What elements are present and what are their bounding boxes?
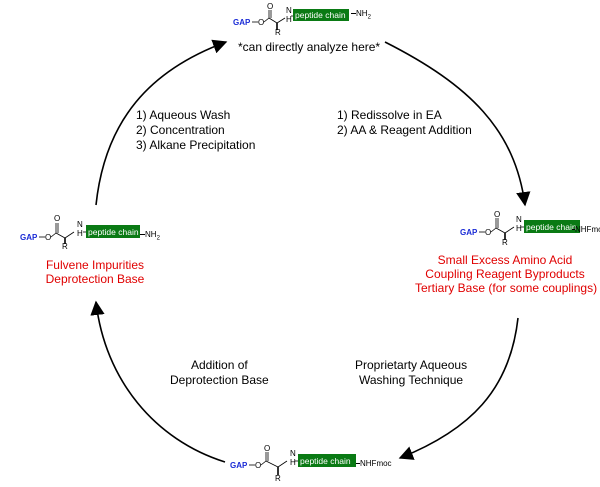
steps-lower-left: Addition of Deprotection Base: [170, 358, 269, 388]
peptide-chain-box: [524, 220, 580, 233]
gap-label: GAP: [233, 18, 251, 27]
peptide-chain-label: peptide chain: [300, 456, 351, 466]
arrow-left-to-top: [95, 39, 228, 206]
arrow-right-to-bottom: [398, 317, 519, 460]
impurity-line: Coupling Reagent Byproducts: [425, 267, 585, 281]
amine-h-label: H: [77, 229, 83, 238]
ester-oxygen-label: O: [485, 228, 491, 237]
side-chain-r-label: R: [275, 474, 281, 483]
side-chain-r-label: R: [62, 242, 68, 250]
amine-n-label: N: [290, 449, 296, 458]
molecule-right-terminus: NHFmoc: [572, 225, 600, 234]
gap-label: GAP: [460, 228, 478, 237]
ester-oxygen-label: O: [45, 233, 51, 242]
molecule-left-terminus: NH2: [140, 230, 160, 244]
step-line: 3) Alkane Precipitation: [136, 138, 256, 152]
step-line: Addition of: [191, 358, 248, 372]
amine-n-label: N: [516, 215, 522, 224]
ester-oxygen-label: O: [255, 461, 261, 470]
step-line: Washing Technique: [359, 373, 464, 387]
amine-h-label: H: [290, 458, 296, 467]
peptide-chain-label: peptide chain: [88, 227, 139, 237]
impurities-left: Fulvene Impurities Deprotection Base: [35, 258, 155, 286]
gap-label: GAP: [230, 461, 248, 470]
step-line: Deprotection Base: [170, 373, 269, 387]
arrow-bottom-to-left: [90, 300, 226, 463]
side-chain-r-label: R: [275, 28, 281, 36]
arrow-top-to-right: [384, 41, 531, 207]
amine-n-label: N: [77, 220, 83, 229]
impurity-line: Small Excess Amino Acid: [437, 253, 573, 267]
step-line: Proprietarty Aqueous: [355, 358, 468, 372]
peptide-chain-box: [298, 454, 356, 467]
impurity-line: Fulvene Impurities: [45, 258, 145, 272]
impurity-line: Tertiary Base (for some couplings): [415, 281, 598, 295]
peptide-chain-label: peptide chain: [295, 10, 346, 20]
step-line: 2) AA & Reagent Addition: [337, 123, 472, 137]
carbonyl-oxygen-label: O: [54, 214, 60, 223]
impurity-line: Deprotection Base: [45, 272, 145, 286]
amine-h-label: H: [286, 15, 292, 24]
carbonyl-oxygen-label: O: [264, 444, 270, 453]
molecule-bottom: GAP O O N H R peptide chain: [230, 444, 356, 483]
carbonyl-oxygen-label: O: [267, 2, 273, 11]
steps-upper-left: 1) Aqueous Wash 2) Concentration 3) Alka…: [136, 108, 255, 153]
steps-lower-right: Proprietarty Aqueous Washing Technique: [355, 358, 467, 388]
amine-h-label: H: [516, 224, 522, 233]
step-line: 1) Redissolve in EA: [337, 108, 442, 122]
gap-label: GAP: [20, 233, 38, 242]
top-analysis-note: *can directly analyze here*: [238, 40, 381, 54]
molecule-bottom-terminus: NHFmoc: [356, 459, 392, 468]
peptide-chain-box: [86, 225, 140, 238]
impurities-right: Small Excess Amino Acid Coupling Reagent…: [415, 253, 598, 295]
steps-upper-right: 1) Redissolve in EA 2) AA & Reagent Addi…: [337, 108, 472, 138]
molecule-right: GAP O O N H R peptide chain: [460, 210, 580, 247]
side-chain-r-label: R: [502, 238, 508, 247]
molecule-top: GAP O O N H R peptide chain: [233, 2, 349, 36]
amine-n-label: N: [286, 6, 292, 15]
molecule-left: GAP O O N H R peptide chain: [20, 214, 140, 250]
step-line: 1) Aqueous Wash: [136, 108, 231, 122]
ester-oxygen-label: O: [258, 18, 264, 27]
step-line: 2) Concentration: [136, 123, 225, 137]
peptide-chain-box: [293, 9, 349, 21]
peptide-chain-label: peptide chain: [526, 222, 577, 232]
molecule-top-terminus: NH2: [351, 9, 371, 23]
carbonyl-oxygen-label: O: [494, 210, 500, 219]
